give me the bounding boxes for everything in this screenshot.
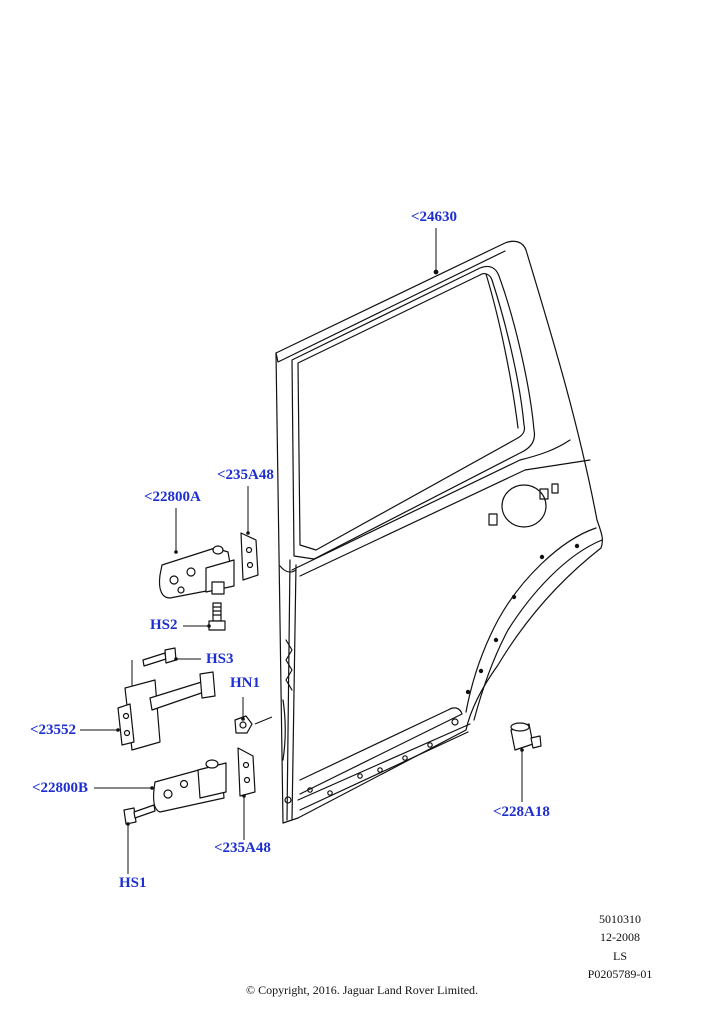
check-strap-bracket-bottom-part[interactable] — [237, 747, 256, 797]
bumper-part[interactable] — [510, 722, 542, 751]
hinge-screw-lower-part[interactable] — [123, 804, 156, 825]
check-strap-bracket-top-part[interactable] — [240, 532, 259, 581]
leader-dots — [116, 270, 524, 826]
callout-upper-hinge[interactable]: <22800A — [144, 489, 201, 505]
callout-bumper[interactable]: <228A18 — [493, 804, 550, 820]
hinge-screw-upper-part[interactable] — [208, 602, 226, 631]
callout-check-strap[interactable]: <23552 — [30, 722, 77, 738]
hinge-screw-strap-part[interactable] — [142, 647, 177, 667]
callout-nut[interactable]: HN1 — [230, 675, 260, 691]
callout-check-strap-bracket-bottom[interactable]: <235A48 — [214, 840, 271, 856]
callout-check-strap-bracket-top[interactable]: <235A48 — [217, 467, 274, 483]
diagram-ref: P0205789-01 — [587, 967, 653, 981]
diagram-code: LS — [612, 949, 627, 963]
callout-hinge-screw-upper[interactable]: HS2 — [150, 617, 178, 633]
lower-hinge-part[interactable] — [153, 759, 227, 813]
leader-lines — [80, 228, 523, 874]
callout-lower-hinge[interactable]: <22800B — [32, 780, 89, 796]
nut-part[interactable] — [234, 715, 253, 734]
callout-door-shell[interactable]: <24630 — [411, 209, 458, 225]
upper-hinge-part[interactable] — [158, 545, 235, 599]
callout-hinge-screw-strap[interactable]: HS3 — [206, 651, 234, 667]
callout-hinge-screw-lower[interactable]: HS1 — [119, 875, 147, 891]
copyright-notice: © Copyright, 2016. Jaguar Land Rover Lim… — [245, 983, 479, 997]
diagram-id: 5010310 — [599, 912, 641, 926]
check-strap-part[interactable] — [117, 671, 216, 751]
rear-door-shell[interactable] — [275, 240, 603, 824]
diagram-date: 12-2008 — [600, 930, 640, 944]
